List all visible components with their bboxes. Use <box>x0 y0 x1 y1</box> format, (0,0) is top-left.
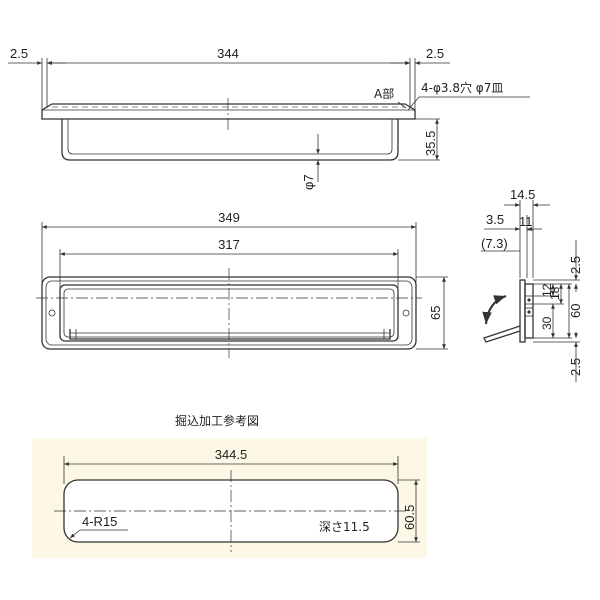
screw-hole-right <box>402 309 410 317</box>
dim-side-11: 11 <box>519 214 533 229</box>
dim-handle-dia: φ7 <box>301 174 316 190</box>
cutout-reference: 掘込加工参考図 344.5 4-R15 深さ11.5 60.5 <box>32 413 427 558</box>
dim-side-12: 12 <box>540 283 554 297</box>
side-view: 14.5 11 3.5 (7.3) 2.5 1 <box>481 187 583 382</box>
top-view: 2.5 344 2.5 A部 4-φ3.8穴 φ7皿 35.5 φ7 <box>8 46 530 190</box>
screw-hole-left <box>48 309 56 317</box>
dim-overall-width: 344 <box>217 46 239 61</box>
flange-outline <box>41 103 416 120</box>
dim-left-margin: 2.5 <box>10 46 28 61</box>
dim-height-35-5: 35.5 <box>423 131 438 156</box>
dim-cutout-width: 344.5 <box>215 447 248 462</box>
dim-side-total: 14.5 <box>510 187 535 202</box>
side-flange <box>519 279 526 343</box>
front-handle-bar <box>69 329 391 340</box>
label-detail-a: A部 <box>374 86 394 101</box>
dim-inner-width: 317 <box>218 237 240 252</box>
front-view: 349 317 65 <box>36 210 448 358</box>
dim-side-top-margin: 2.5 <box>568 256 583 274</box>
rotation-arrow-icon <box>482 295 507 325</box>
dim-side-18: 18 <box>548 286 562 300</box>
side-handle-lever <box>483 325 521 343</box>
dim-side-bottom-margin: 2.5 <box>568 358 583 376</box>
handle-outer <box>61 119 399 161</box>
dim-right-margin: 2.5 <box>426 46 444 61</box>
dim-side-3-5: 3.5 <box>486 212 504 227</box>
dim-side-7-3: (7.3) <box>481 236 508 251</box>
dim-side-60: 60 <box>568 304 583 318</box>
dim-height-65: 65 <box>428 306 443 320</box>
dim-outer-width: 349 <box>218 210 240 225</box>
dim-cutout-height: 60.5 <box>402 505 417 530</box>
cutout-title: 掘込加工参考図 <box>175 413 259 428</box>
cutout-radius-label: 4-R15 <box>82 514 117 529</box>
handle-inner <box>67 119 393 155</box>
dim-side-30: 30 <box>540 316 554 330</box>
cutout-depth-label: 深さ11.5 <box>319 520 370 534</box>
label-holes: 4-φ3.8穴 φ7皿 <box>421 80 503 95</box>
